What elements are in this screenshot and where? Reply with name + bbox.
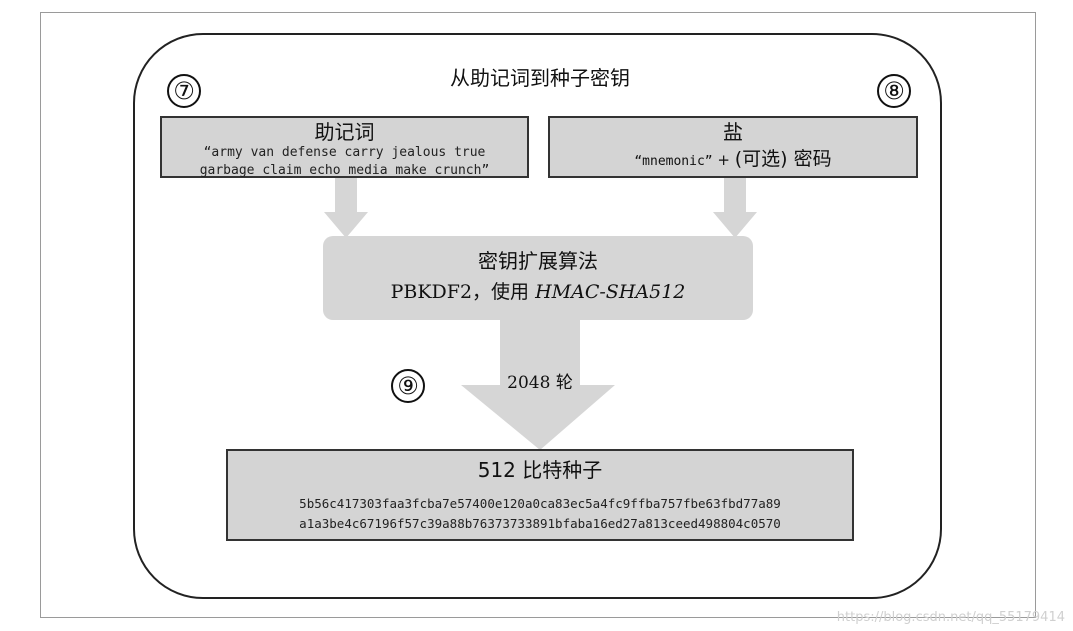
seed-box: 512 比特种子 5b56c417303faa3fcba7e57400e120a… <box>226 449 854 541</box>
salt-plus: + <box>717 151 730 169</box>
mnemonic-box: 助记词 “army van defense carry jealous true… <box>160 116 529 178</box>
kdf-prefix: PBKDF2，使用 <box>390 281 536 303</box>
kdf-subtitle: PBKDF2，使用 HMAC-SHA512 <box>323 280 753 304</box>
step-8-marker: ⑧ <box>877 74 911 108</box>
rounds-label: 2048 轮 <box>507 373 573 393</box>
step-9-marker: ⑨ <box>391 369 425 403</box>
salt-box: 盐 “mnemonic” + (可选) 密码 <box>548 116 918 178</box>
arrow-kdf-to-seed <box>461 318 615 450</box>
seed-hex-line-1: 5b56c417303faa3fcba7e57400e120a0ca83ec5a… <box>299 496 781 511</box>
key-stretching-box: 密钥扩展算法 PBKDF2，使用 HMAC-SHA512 <box>323 236 753 320</box>
kdf-title: 密钥扩展算法 <box>478 249 598 273</box>
mnemonic-title: 助记词 <box>314 120 375 144</box>
kdf-algorithm: HMAC-SHA512 <box>535 281 686 303</box>
salt-optional-password: (可选) 密码 <box>734 148 832 170</box>
mnemonic-line-1: “army van defense carry jealous true <box>203 145 486 160</box>
salt-mnemonic-text: “mnemonic” <box>634 154 713 169</box>
diagram-title: 从助记词到种子密钥 <box>450 66 630 90</box>
mnemonic-line-2: garbage claim echo media make crunch” <box>199 163 490 178</box>
seed-hex-line-2: a1a3be4c67196f57c39a88b76373733891bfaba1… <box>299 516 781 531</box>
seed-title: 512 比特种子 <box>477 458 603 482</box>
salt-line: “mnemonic” + (可选) 密码 <box>550 148 916 173</box>
salt-title: 盐 <box>723 120 743 144</box>
watermark: https://blog.csdn.net/qq_55179414 <box>836 610 1065 625</box>
arrow-mnemonic-to-kdf <box>324 178 368 238</box>
step-7-marker: ⑦ <box>167 74 201 108</box>
arrow-salt-to-kdf <box>713 178 757 238</box>
